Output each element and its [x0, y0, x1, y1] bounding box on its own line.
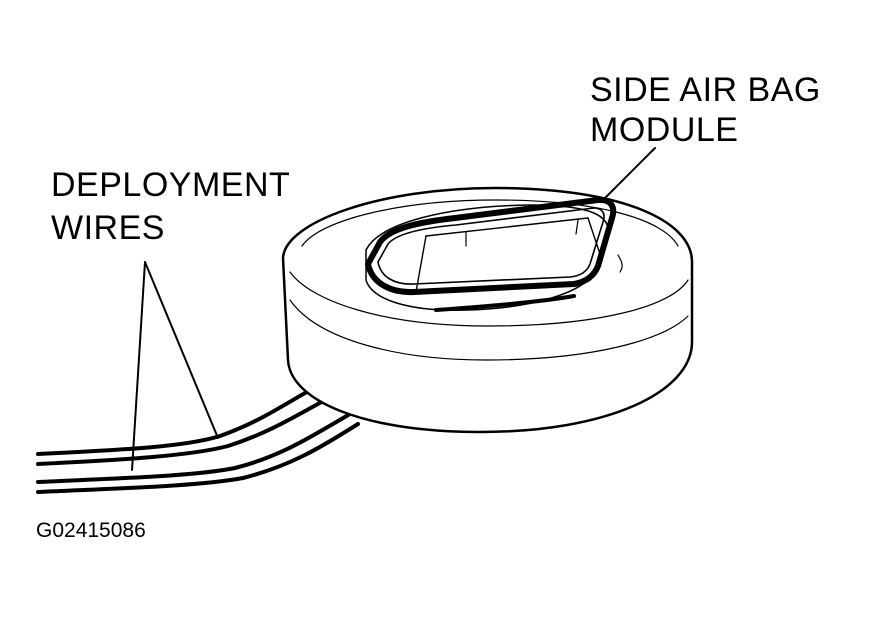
wire-upper	[36, 380, 327, 456]
figure-id: G02415086	[36, 519, 146, 542]
seat-cushion	[281, 186, 694, 434]
wire-lower-b	[36, 422, 360, 494]
module-outer-frame	[365, 196, 617, 296]
wire-lower	[36, 412, 352, 484]
module-inner-frame	[377, 207, 605, 285]
wire-upper-b	[36, 394, 335, 466]
side-air-bag-module	[365, 196, 623, 312]
wires-label-line2: WIRES	[51, 209, 165, 247]
module-face-top	[425, 217, 589, 237]
module-label-line1: SIDE AIR BAG	[590, 71, 821, 109]
deployment-wires	[36, 380, 360, 494]
wires-label-line1: DEPLOYMENT	[51, 166, 291, 204]
cushion-side-contour	[289, 299, 689, 361]
wires-leader-line-left	[131, 261, 146, 471]
module-face-right	[587, 217, 601, 255]
module-seam-2	[575, 219, 579, 235]
module-right-edge	[617, 254, 623, 273]
cushion-outline	[281, 186, 694, 434]
module-face-left	[415, 235, 427, 293]
cushion-top-edge	[289, 271, 689, 327]
module-label-line2: MODULE	[590, 111, 739, 149]
module-leader-line	[600, 147, 656, 203]
leader-lines	[131, 147, 656, 471]
wires-leader-line-right	[144, 261, 219, 439]
module-lower-lip	[434, 294, 576, 312]
cushion-inner-rim	[301, 199, 679, 247]
